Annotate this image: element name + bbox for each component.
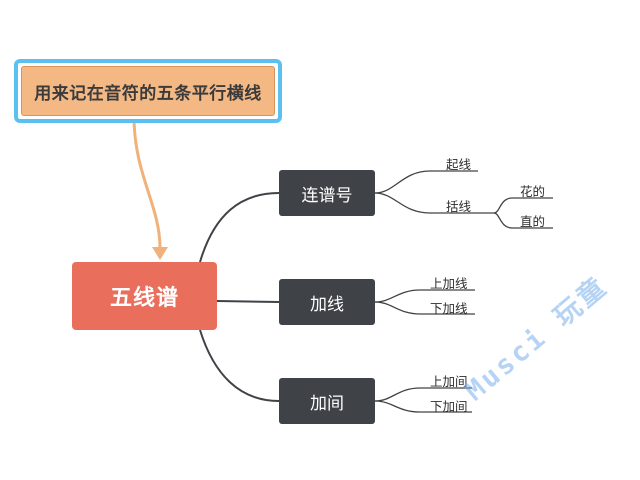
branch-node-jiajian: 加间: [279, 378, 375, 424]
callout-arrow: [132, 115, 162, 249]
branch-node-jiaxian: 加线: [279, 279, 375, 325]
connector-node-3-child-1: [374, 387, 472, 402]
connector-node-2-child-1: [374, 289, 475, 303]
connector-root-to-node-3: [199, 329, 280, 402]
callout-text: 用来记在音符的五条平行横线: [21, 66, 275, 116]
leaf-shangjiaxian: 上加线: [430, 276, 468, 291]
connector-node-1-child-2: [374, 192, 494, 214]
leaf-zhide: 直的: [520, 214, 546, 229]
leaf-huade: 花的: [520, 184, 546, 199]
connector-node-3-child-2: [374, 400, 472, 413]
callout-box: 用来记在音符的五条平行横线: [14, 59, 282, 123]
connector-root-to-node-2: [216, 300, 280, 303]
leaf-xiajiajian: 下加间: [430, 399, 468, 414]
connector-node-1-child-1: [374, 170, 478, 194]
leaf-xiajiaxian: 下加线: [430, 301, 468, 316]
leaf-kuoxian: 括线: [446, 199, 472, 214]
leaf-shangjiajian: 上加间: [430, 374, 468, 389]
callout-arrow-head: [152, 247, 168, 260]
connector-node-2-child-2: [374, 301, 475, 315]
branch-node-lianpuhao: 连谱号: [279, 170, 375, 216]
leaf-qixian: 起线: [446, 157, 472, 172]
connector-grandchild-2: [493, 212, 553, 229]
connector-root-to-node-1: [199, 192, 280, 263]
connector-grandchild-1: [493, 197, 553, 214]
root-node: 五线谱: [72, 262, 217, 330]
